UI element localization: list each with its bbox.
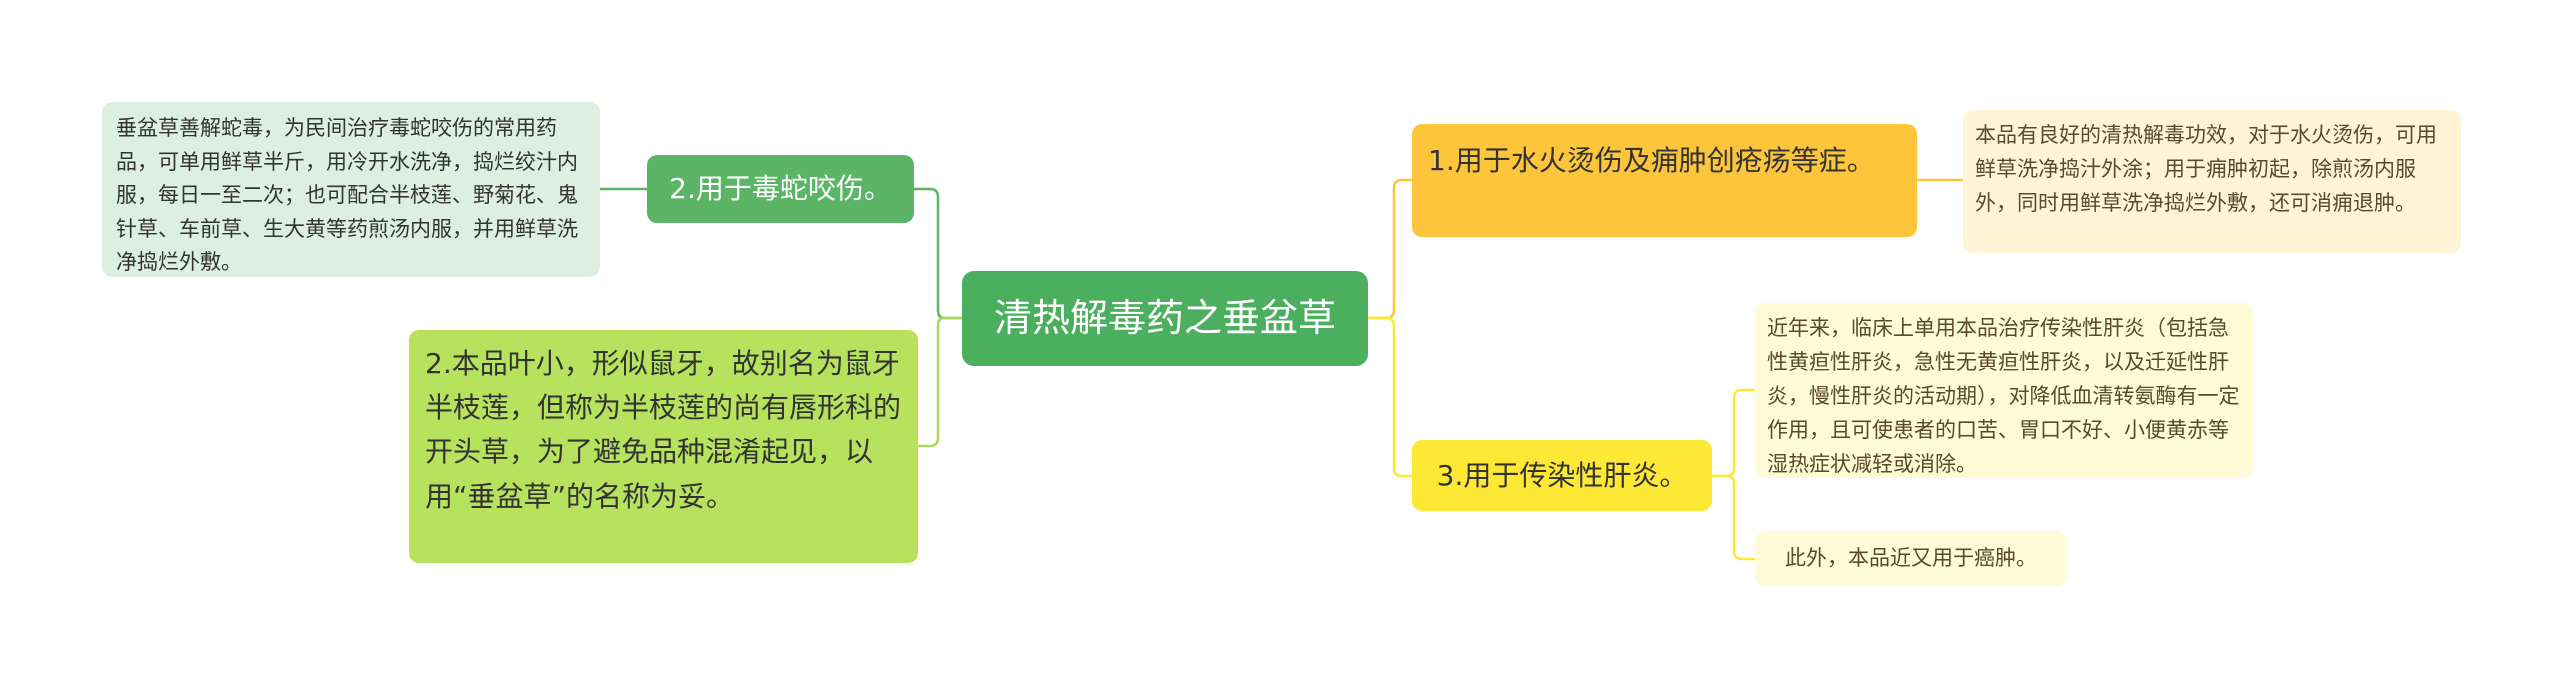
connector-root-to-snakebite (914, 187, 962, 320)
topic-hepatitis-detail-1[interactable]: 近年来，临床上单用本品治疗传染性肝炎（包括急性黄疸性肝炎，急性无黄疸性肝炎，以及… (1755, 303, 2253, 478)
connector-root-to-naming (918, 316, 962, 448)
topic-naming[interactable]: 2.本品叶小，形似鼠牙，故别名为鼠牙半枝莲，但称为半枝莲的尚有唇形科的开头草，为… (409, 330, 918, 563)
topic-burns-detail[interactable]: 本品有良好的清热解毒功效，对于水火烫伤，可用鲜草洗净捣汁外涂；用于痈肿初起，除煎… (1963, 110, 2461, 253)
connector-root-to-burns (1368, 178, 1412, 320)
topic-hepatitis-detail-2-text: 此外，本品近又用于癌肿。 (1785, 545, 2037, 570)
topic-snakebite-detail[interactable]: 垂盆草善解蛇毒，为民间治疗毒蛇咬伤的常用药品，可单用鲜草半斤，用冷开水洗净，捣烂… (102, 102, 600, 277)
topic-hepatitis-detail-1-text: 近年来，临床上单用本品治疗传染性肝炎（包括急性黄疸性肝炎，急性无黄疸性肝炎，以及… (1767, 316, 2240, 477)
topic-burns-detail-text: 本品有良好的清热解毒功效，对于水火烫伤，可用鲜草洗净捣汁外涂；用于痈肿初起，除煎… (1975, 123, 2437, 216)
topic-burns-label: 1.用于水火烫伤及痈肿创疮疡等症。 (1428, 144, 1875, 177)
topic-naming-label: 2.本品叶小，形似鼠牙，故别名为鼠牙半枝莲，但称为半枝莲的尚有唇形科的开头草，为… (425, 347, 902, 513)
root-topic[interactable]: 清热解毒药之垂盆草 (962, 271, 1368, 366)
topic-snakebite-detail-text: 垂盆草善解蛇毒，为民间治疗毒蛇咬伤的常用药品，可单用鲜草半斤，用冷开水洗净，捣烂… (116, 116, 578, 275)
topic-snakebite-label: 2.用于毒蛇咬伤。 (669, 172, 892, 205)
connector-hepatitis-to-detail-2 (1712, 474, 1755, 561)
topic-snakebite[interactable]: 2.用于毒蛇咬伤。 (647, 155, 914, 223)
connector-root-to-hepatitis (1368, 316, 1412, 478)
root-topic-label: 清热解毒药之垂盆草 (993, 296, 1336, 340)
topic-hepatitis-detail-2[interactable]: 此外，本品近又用于癌肿。 (1755, 531, 2067, 586)
topic-hepatitis-label: 3.用于传染性肝炎。 (1436, 458, 1688, 492)
connector-hepatitis-to-detail-1 (1712, 388, 1755, 478)
topic-hepatitis[interactable]: 3.用于传染性肝炎。 (1412, 440, 1712, 511)
topic-burns[interactable]: 1.用于水火烫伤及痈肿创疮疡等症。 (1412, 124, 1917, 237)
